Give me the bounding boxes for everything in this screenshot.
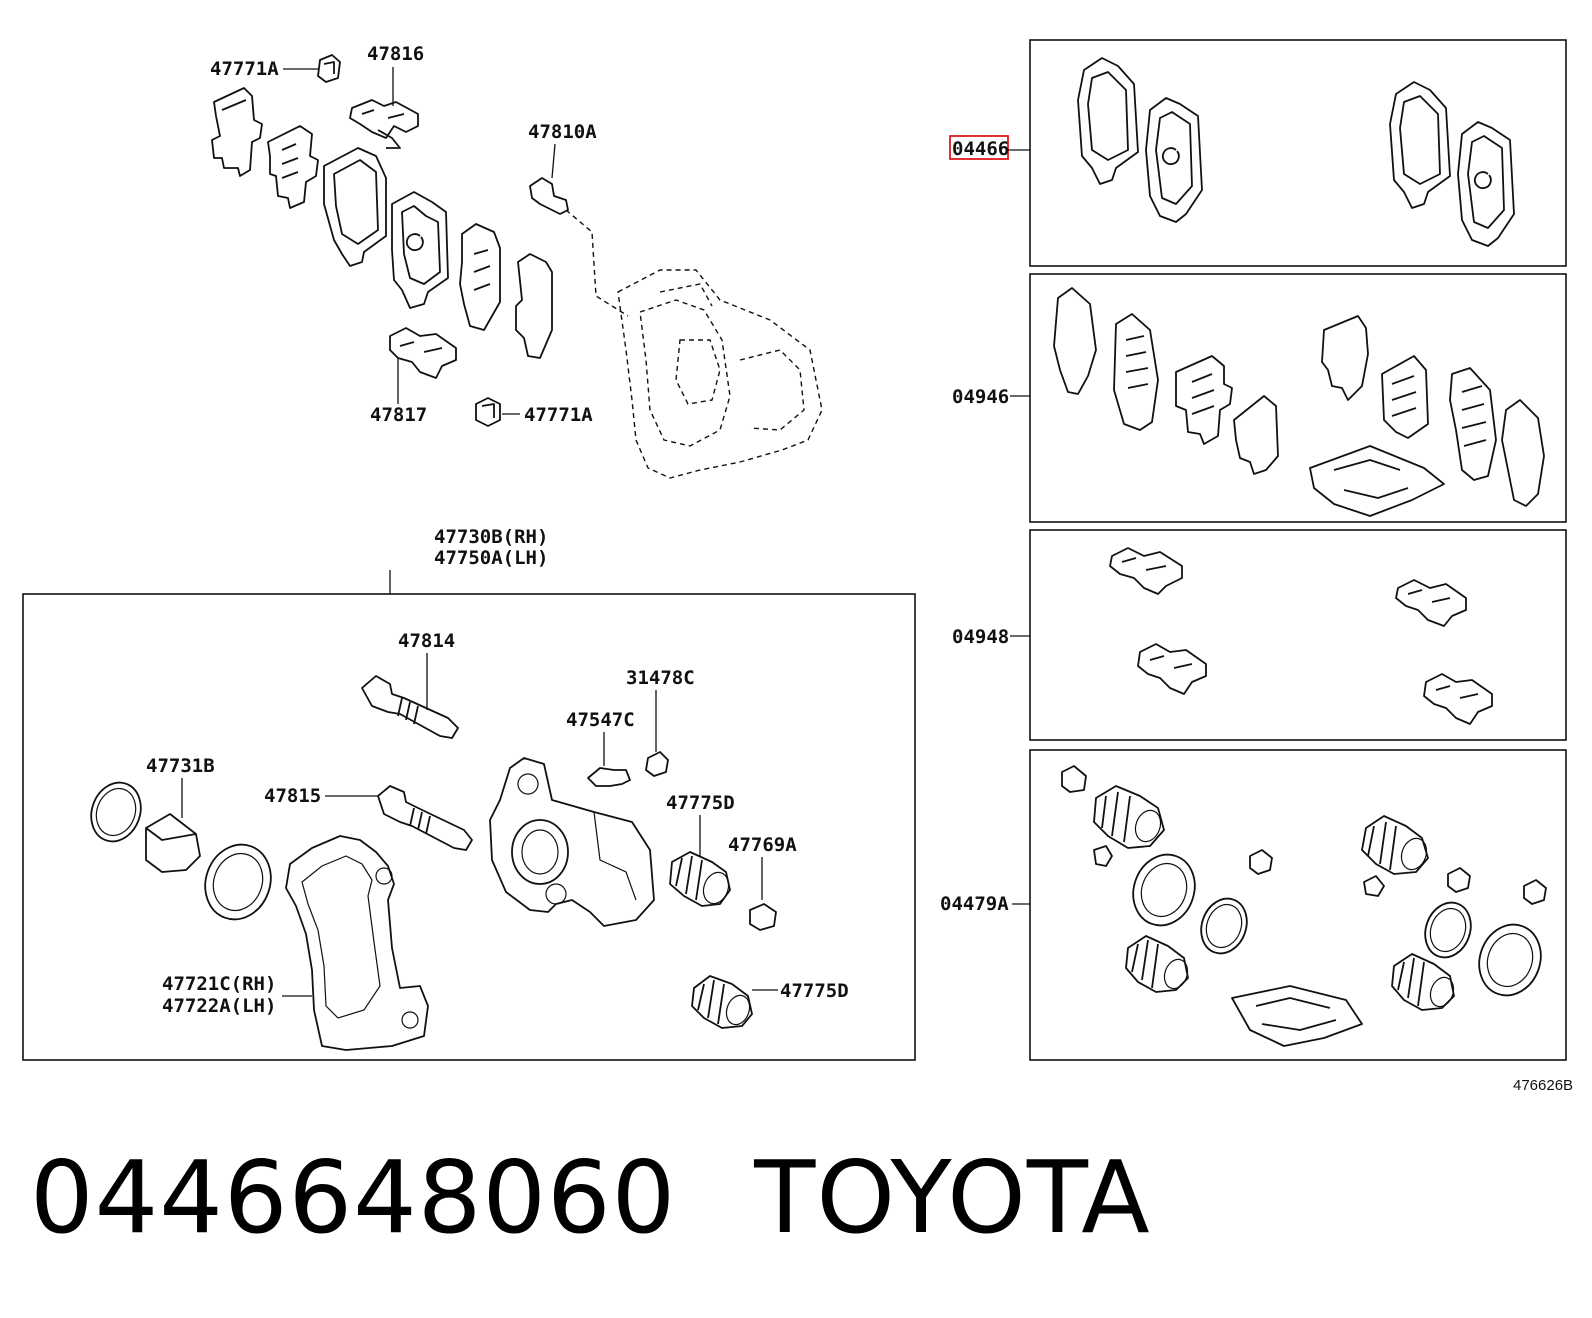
caliper-mounting-bracket: [285, 835, 429, 1051]
label-47750a[interactable]: 47750A(LH): [434, 547, 548, 569]
label-47769a[interactable]: 47769A: [728, 834, 797, 856]
slide-pin-47815: [377, 785, 473, 851]
part-number: 0446648060: [30, 1139, 677, 1256]
diagram-ref-code: 476626B: [1513, 1077, 1573, 1094]
brake-pad-outer: [323, 147, 387, 267]
pad-shim-outer: [211, 87, 263, 177]
bolt-47810a: [529, 177, 569, 215]
top-left-exploded-view: 47771A 47816 47810A 47817 47771A: [210, 43, 823, 479]
brake-pad-inner: [391, 191, 449, 309]
clip-47771a-top: [317, 54, 341, 83]
kit-box-04946: [1029, 273, 1567, 523]
label-47817[interactable]: 47817: [370, 404, 427, 426]
kit-box-04466: [1029, 39, 1567, 267]
anti-rattle-clip-47817: [389, 327, 457, 379]
kit-boxes: 04466 04946 04948: [940, 39, 1573, 1094]
caliper-box: 47730B(RH) 47750A(LH) 47814 31478C 47547…: [22, 526, 916, 1061]
label-04948[interactable]: 04948: [952, 626, 1009, 648]
label-47816[interactable]: 47816: [367, 43, 424, 65]
label-47810a[interactable]: 47810A: [528, 121, 597, 143]
piston: [145, 813, 201, 873]
label-47730b[interactable]: 47730B(RH): [434, 526, 548, 548]
kit-box-04948: [1029, 529, 1567, 741]
pad-shim-inner: [267, 125, 319, 209]
label-47771a-bottom[interactable]: 47771A: [524, 404, 593, 426]
slide-pin-47814: [361, 675, 459, 739]
pin-boot-47775d-a: [669, 851, 731, 907]
piston-seal-47731b: [90, 781, 142, 843]
label-47547c[interactable]: 47547C: [566, 709, 635, 731]
label-31478c[interactable]: 31478C: [626, 667, 695, 689]
pad-set-04466: [1077, 57, 1515, 247]
clip-set-04948: [1109, 547, 1493, 725]
caliper-assembly-frame: [22, 593, 916, 1061]
label-47722a[interactable]: 47722A(LH): [162, 995, 276, 1017]
pin-boot-47775d-b: [691, 975, 753, 1029]
shim-set-04946: [1053, 287, 1545, 517]
pad-shim-outer-2: [515, 253, 553, 359]
bushing-47769a: [749, 903, 777, 931]
highlight-04466: [949, 135, 1009, 160]
bleeder-plug-47547c: [587, 767, 631, 787]
kit-box-04479a: [1029, 749, 1567, 1061]
label-47775d-a[interactable]: 47775D: [666, 792, 735, 814]
label-47814[interactable]: 47814: [398, 630, 455, 652]
label-47815[interactable]: 47815: [264, 785, 321, 807]
pad-shim-inner-2: [459, 223, 501, 331]
label-47721c[interactable]: 47721C(RH): [162, 973, 276, 995]
label-04946[interactable]: 04946: [952, 386, 1009, 408]
caliper-body: [489, 757, 655, 927]
label-04479a[interactable]: 04479A: [940, 893, 1009, 915]
cylinder-boot: [204, 843, 272, 921]
bleeder-cap-31478c: [645, 751, 669, 777]
label-47731b[interactable]: 47731B: [146, 755, 215, 777]
anti-rattle-clip-47816: [349, 99, 419, 149]
brand-name: TOYOTA: [754, 1139, 1151, 1256]
caliper-kit-04479a: [1061, 765, 1547, 1047]
caliper-assembly-outline: [617, 269, 823, 479]
label-04466[interactable]: 04466: [952, 138, 1009, 160]
label-47771a-top[interactable]: 47771A: [210, 58, 279, 80]
clip-47771a-bottom: [475, 397, 501, 427]
label-47775d-b[interactable]: 47775D: [780, 980, 849, 1002]
